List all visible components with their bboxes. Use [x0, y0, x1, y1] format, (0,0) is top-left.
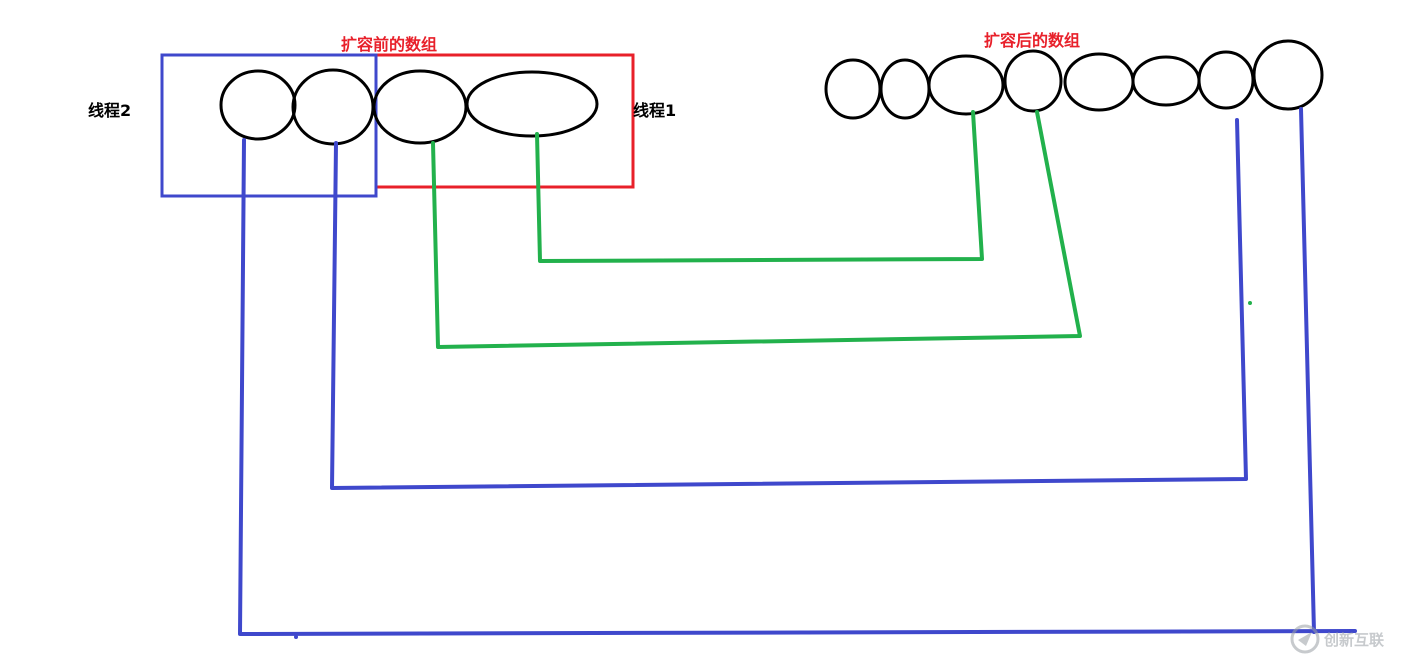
old-bucket-0	[219, 69, 297, 141]
new-bucket-6	[1197, 50, 1255, 110]
after-array-label: 扩容后的数组	[984, 31, 1081, 50]
new-bucket-1	[879, 58, 931, 120]
green-link-bucket3	[535, 110, 984, 263]
watermark-logo-icon	[1290, 624, 1320, 654]
thread2-label: 线程2	[88, 101, 132, 120]
thread1-label: 线程1	[633, 101, 677, 120]
new-bucket-7	[1252, 39, 1324, 111]
blue-dot	[294, 635, 298, 639]
new-bucket-3	[1003, 49, 1063, 113]
blue-link-last-bucket	[1299, 107, 1316, 634]
green-dot	[1248, 301, 1252, 305]
new-bucket-2	[927, 54, 1005, 116]
thread2-box	[160, 53, 378, 198]
watermark-text: 创新互联	[1324, 630, 1385, 649]
old-bucket-1	[291, 68, 375, 146]
new-bucket-4	[1063, 52, 1135, 112]
new-bucket-5	[1131, 55, 1201, 107]
watermark: 创新互联	[1290, 624, 1384, 654]
old-bucket-3	[465, 70, 599, 138]
green-link-bucket2	[431, 110, 1082, 349]
blue-link-bucket0	[238, 138, 1357, 636]
new-array-buckets	[824, 39, 1324, 120]
old-array-buckets	[219, 68, 599, 146]
before-array-label: 扩容前的数组	[341, 35, 438, 54]
old-bucket-2	[372, 69, 468, 145]
blue-link-bucket1	[330, 118, 1248, 490]
new-bucket-0	[824, 58, 882, 120]
